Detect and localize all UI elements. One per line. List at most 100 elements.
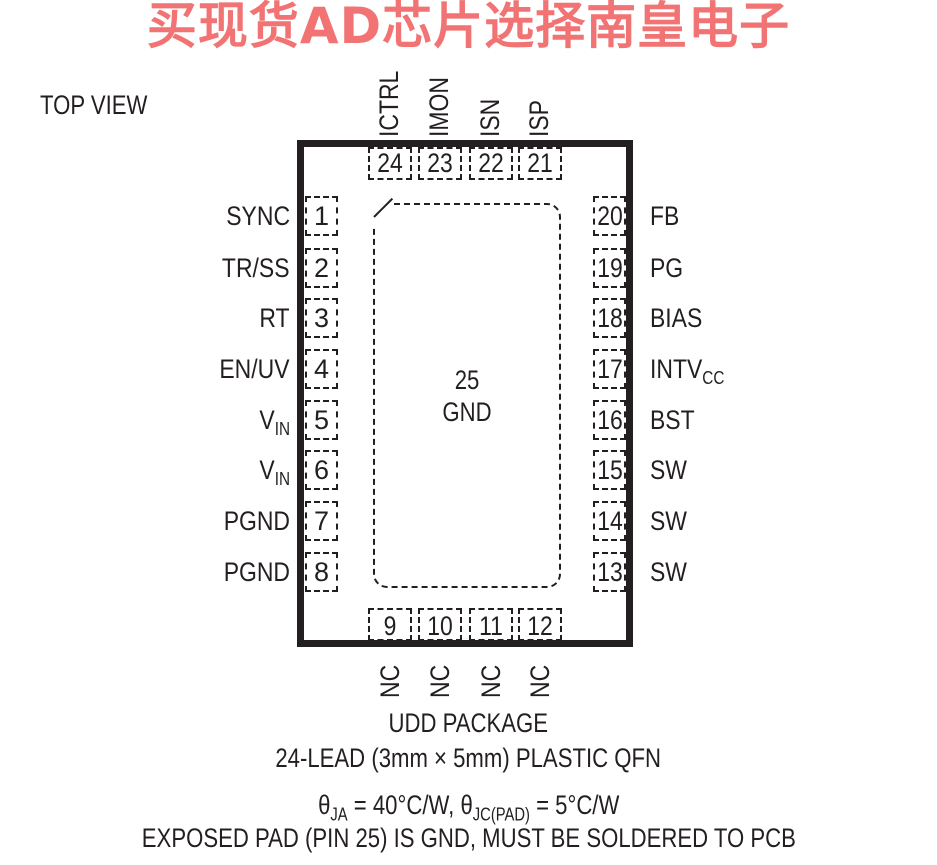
pin-label: SW: [650, 559, 687, 586]
pin-name: V: [259, 455, 275, 485]
pin-name: SYNC: [226, 201, 290, 231]
pin-pad: [418, 147, 462, 180]
pin-name: PGND: [223, 557, 290, 587]
pin-label: SW: [650, 457, 687, 484]
pin-number: 18: [597, 303, 623, 333]
pin-pad: [593, 501, 626, 541]
pin-label: SYNC: [226, 203, 290, 230]
pin-label: PG: [650, 255, 683, 282]
pin-pad: [593, 196, 626, 236]
pin-pad: [368, 147, 412, 180]
pin-pad: [593, 450, 626, 490]
pin-label: PGND: [224, 508, 290, 535]
pin-pad: [305, 450, 338, 490]
pin-pad: [305, 552, 338, 592]
exposed-pad-note: EXPOSED PAD (PIN 25) IS GND, MUST BE SOL…: [141, 823, 796, 853]
pin-pad: [418, 608, 462, 641]
pin-label: FB: [650, 203, 679, 230]
pin-label: VIN: [259, 455, 290, 489]
pin-pad: [305, 298, 338, 338]
pin-number: 11: [479, 611, 503, 641]
pin-label: IMON: [424, 77, 454, 137]
pin-name: SW: [650, 455, 687, 485]
pin-number: 9: [383, 611, 397, 641]
pin-pad: [469, 147, 513, 180]
pin-name: EN/UV: [219, 354, 290, 384]
pin-pad: [593, 400, 626, 440]
pin-label: NC: [375, 664, 405, 698]
pin-number: 6: [313, 455, 330, 485]
pin-name: FB: [650, 201, 680, 231]
pin-number: 3: [313, 303, 330, 333]
pin-label: TR/SS: [222, 255, 290, 282]
package-description: 24-LEAD (3mm × 5mm) PLASTIC QFN: [275, 743, 662, 773]
pin-pad: [305, 501, 338, 541]
pin-pad: [368, 608, 412, 641]
pin-name-subscript: IN: [274, 419, 290, 439]
pin-name: RT: [259, 303, 290, 333]
pin-name: PGND: [223, 506, 290, 536]
pin-number: 4: [313, 354, 330, 384]
pin-pad: [518, 147, 562, 180]
pin-number: 19: [597, 253, 623, 283]
pin-label: BST: [650, 407, 695, 434]
pin-pad: [518, 608, 562, 641]
view-title: TOP VIEW: [40, 92, 171, 119]
pin-number: 13: [597, 557, 623, 587]
pin-number: 22: [478, 148, 504, 178]
exposed-pad-number: 25: [454, 365, 480, 395]
pin-number: 1: [313, 201, 330, 231]
pin-label: NC: [476, 664, 506, 698]
pin-label: ISP: [524, 99, 554, 137]
exposed-pad-chamfer: [370, 201, 394, 225]
pin-name: SW: [650, 506, 687, 536]
pin-pad: [305, 248, 338, 288]
pin-name-subscript: IN: [274, 469, 290, 489]
pin-pad: [305, 349, 338, 389]
pin-number: 21: [527, 148, 553, 178]
pin-name-subscript: CC: [702, 368, 725, 388]
exposed-pad-outline: [373, 203, 561, 588]
pin-label: NC: [525, 664, 555, 698]
package-name: UDD PACKAGE: [388, 708, 549, 738]
pin-label: VIN: [259, 407, 290, 439]
pin-label: BIAS: [650, 305, 702, 332]
pin-number: 20: [597, 201, 623, 231]
pin-label: ICTRL: [374, 70, 404, 137]
pin-name: INTV: [650, 354, 703, 384]
pin-pad: [469, 608, 513, 641]
pin-name: BST: [650, 405, 695, 435]
pin-number: 12: [527, 611, 553, 641]
pin-pad: [305, 196, 338, 236]
pin-label: ISN: [475, 98, 505, 137]
pin-label: EN/UV: [220, 356, 290, 383]
exposed-pad-label: GND: [442, 397, 492, 427]
pin-label: SW: [650, 508, 687, 535]
pin-pad: [593, 298, 626, 338]
pin-number: 8: [313, 557, 330, 587]
pin-pad: [593, 349, 626, 389]
pin-label: NC: [425, 664, 455, 698]
pin-number: 23: [427, 148, 453, 178]
pin-number: 5: [313, 405, 330, 435]
pin-pad: [593, 552, 626, 592]
pin-number: 16: [597, 405, 623, 435]
watermark: 买现货AD芯片选择南皇电子: [146, 0, 791, 55]
pin-label: RT: [260, 305, 290, 332]
pin-number: 14: [597, 506, 623, 536]
pin-pad: [593, 248, 626, 288]
pin-name: BIAS: [650, 303, 703, 333]
pin-number: 15: [597, 455, 623, 485]
pin-name: TR/SS: [222, 253, 290, 283]
pin-number: 7: [313, 506, 330, 536]
pin-number: 17: [597, 354, 623, 384]
pin-number: 2: [313, 253, 330, 283]
pin-name: PG: [650, 253, 684, 283]
package-outline: [297, 140, 633, 647]
pin-number: 24: [377, 148, 403, 178]
pin-pad: [305, 400, 338, 440]
pin-label: INTVCC: [650, 354, 725, 388]
thermal-resistance: θJA = 40°C/W, θJC(PAD) = 5°C/W: [317, 790, 620, 825]
view-title-text: TOP VIEW: [40, 90, 148, 120]
